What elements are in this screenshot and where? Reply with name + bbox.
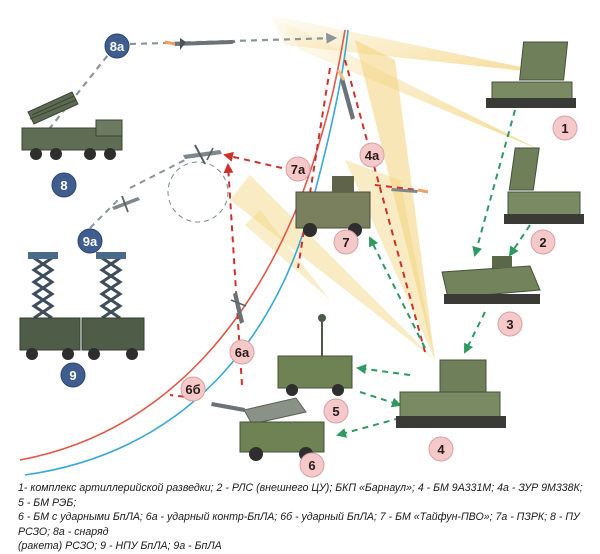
air-defense-diagram: 8a 8 9a 9 1 2 3 4 4a 7a 7 6a 6б 5 6 xyxy=(19,15,584,478)
svg-text:7a: 7a xyxy=(291,162,306,177)
link-arrows xyxy=(41,32,531,438)
callout-3: 3 xyxy=(497,311,523,337)
legend-line-3: (ракета) РСЗО; 9 - НПУ БпЛА; 9а - БпЛА xyxy=(18,540,222,552)
svg-text:7: 7 xyxy=(342,235,349,250)
strike-drone-6b-icon xyxy=(211,402,245,412)
armored-truck-icon xyxy=(295,176,371,237)
sam-beam-b xyxy=(230,175,435,360)
arrow-8-to-8a xyxy=(41,54,109,139)
arrow-9a-path xyxy=(89,197,121,229)
svg-text:6a: 6a xyxy=(235,345,250,360)
drone-mast-vehicle-2-icon xyxy=(81,252,145,360)
trajectory-red xyxy=(19,29,346,461)
arrow-4-to-7 xyxy=(369,236,426,349)
callout-6a: 6a xyxy=(229,339,255,365)
mlrs-launcher-icon xyxy=(21,91,123,160)
drone-icon xyxy=(183,144,222,165)
sam-launcher-icon xyxy=(396,359,506,428)
callout-7a: 7a xyxy=(285,156,311,182)
svg-text:8: 8 xyxy=(60,178,67,193)
svg-text:3: 3 xyxy=(506,317,513,332)
callout-2: 2 xyxy=(530,229,556,255)
radar-tower-icon xyxy=(504,147,584,224)
callout-1: 1 xyxy=(552,115,578,141)
intercept-circle xyxy=(167,161,229,223)
svg-text:5: 5 xyxy=(332,404,339,419)
ew-beam xyxy=(245,210,330,300)
svg-text:6: 6 xyxy=(308,458,315,473)
radar-beam-1 xyxy=(270,15,560,75)
arrow-1-to-3 xyxy=(472,109,516,257)
legend-line-1: 1- комплекс артиллерийской разведки; 2 -… xyxy=(18,482,583,509)
arrow-7a-launch xyxy=(374,184,419,191)
counter-drone-6a-icon xyxy=(230,292,247,324)
svg-text:9a: 9a xyxy=(83,234,98,249)
arrow-5-to-4 xyxy=(359,391,402,408)
command-vehicle-icon xyxy=(441,256,541,304)
callout-6: 6 xyxy=(299,452,325,478)
callout-4: 4 xyxy=(428,436,454,462)
svg-text:4a: 4a xyxy=(365,148,380,163)
callout-7: 7 xyxy=(333,229,359,255)
drone-9a-icon xyxy=(112,195,140,213)
arrow-3-to-4 xyxy=(464,311,486,354)
callout-6b: 6б xyxy=(180,376,206,402)
missile-icon xyxy=(164,38,236,50)
svg-text:1: 1 xyxy=(561,121,568,136)
callout-5: 5 xyxy=(323,398,349,424)
svg-text:4: 4 xyxy=(437,442,445,457)
drone-mast-vehicle-icon xyxy=(19,252,81,360)
svg-text:8a: 8a xyxy=(110,39,125,54)
drone-carrier-icon xyxy=(239,397,325,461)
diagram-stage: 8a 8 9a 9 1 2 3 4 4a 7a 7 6a 6б 5 6 1- к… xyxy=(18,15,584,552)
callout-9: 9 xyxy=(60,362,86,388)
legend: 1- комплекс артиллерийской разведки; 2 -… xyxy=(18,481,590,554)
svg-text:6б: 6б xyxy=(185,382,200,397)
svg-text:2: 2 xyxy=(539,235,546,250)
callout-4a: 4a xyxy=(359,142,385,168)
radar-vehicle-icon xyxy=(486,41,576,108)
sam-missile-4a-icon xyxy=(336,69,355,120)
manpads-7a-icon xyxy=(391,188,429,194)
arrow-7a-target xyxy=(223,151,283,169)
arrow-4-to-5 xyxy=(356,364,411,376)
callout-8a: 8a xyxy=(104,33,130,59)
arrow-2-to-3 xyxy=(508,224,531,257)
arrow-4a-path xyxy=(297,67,331,269)
ew-vehicle-icon xyxy=(277,314,353,396)
arrow-9a-drone xyxy=(129,159,186,189)
callout-9a: 9a xyxy=(77,228,103,254)
svg-text:9: 9 xyxy=(69,368,76,383)
callout-8: 8 xyxy=(51,172,77,198)
legend-line-2: 6 - БМ с ударными БпЛА; 6а - ударный кон… xyxy=(18,511,580,538)
sam-beam-a xyxy=(355,40,435,360)
arrow-4-to-6 xyxy=(336,417,401,438)
